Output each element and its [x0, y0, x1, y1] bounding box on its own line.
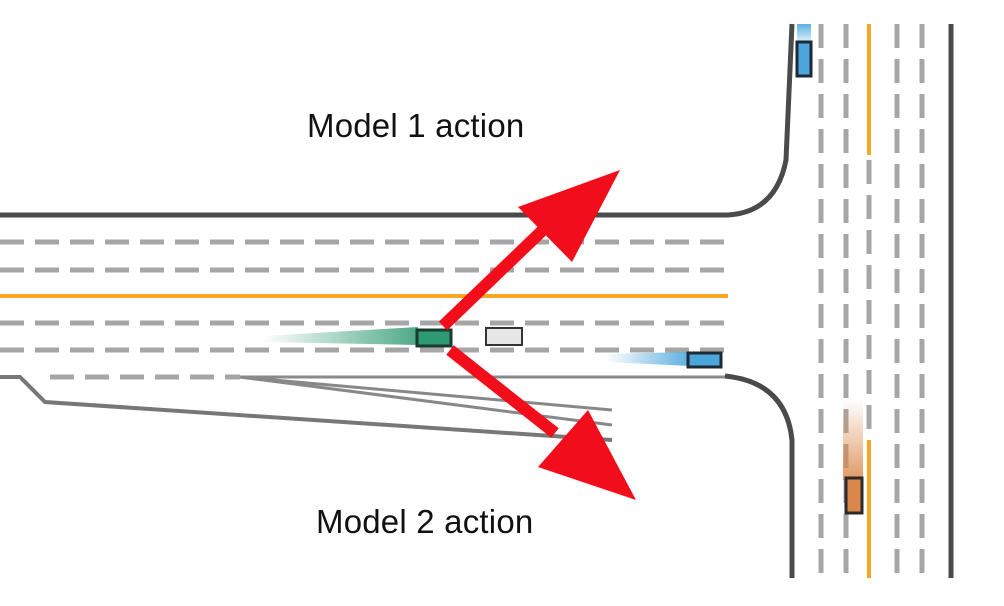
merge-lane-2: [239, 375, 613, 427]
obstacle-box: [485, 327, 523, 346]
model1-action-label: Model 1 action: [307, 107, 525, 144]
ego-vehicle: [415, 328, 453, 348]
action-arrows: [438, 170, 636, 500]
road-top-edge: [0, 23, 795, 218]
top-vehicle: [795, 40, 813, 78]
arrow-model1-shaft: [438, 223, 550, 331]
blue-vehicle-trail: [605, 352, 690, 366]
arrow-model2-shaft: [446, 345, 559, 438]
road-bottom-edge: [0, 375, 613, 442]
orange-vehicle-trail: [843, 400, 863, 480]
orange-vehicle: [844, 476, 864, 515]
vertical-road: [818, 24, 954, 578]
merge-lane-1: [239, 375, 613, 412]
arrow-model2-head: [538, 410, 636, 500]
ego-trail: [262, 327, 418, 345]
road-bottom-right-edge: [724, 373, 795, 578]
vehicles: [262, 24, 864, 515]
blue-vehicle: [686, 351, 723, 369]
model2-action-label: Model 2 action: [316, 503, 534, 540]
arrow-model1-head: [518, 170, 620, 262]
